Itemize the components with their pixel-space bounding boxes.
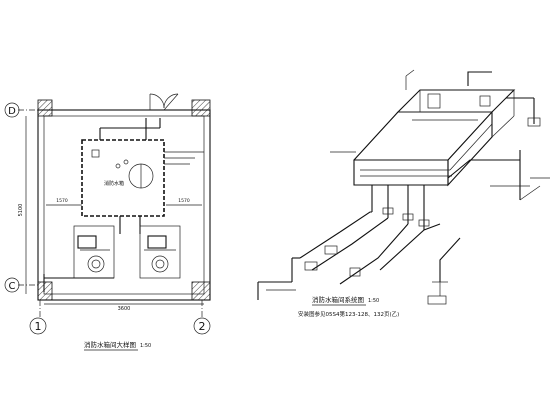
axis-bubble-1 — [29, 317, 47, 335]
axis-bubble-c — [4, 277, 20, 293]
axis-label-d: D — [8, 106, 16, 117]
axis-label-2: 2 — [199, 320, 206, 333]
axis-bubble-d — [4, 102, 20, 118]
tank-label: 消防水箱 — [104, 180, 124, 187]
outer-wall — [37, 109, 211, 301]
iso-title: 消防水箱间系统图 — [312, 295, 364, 304]
inner-wall — [43, 115, 205, 295]
iso-view: 消防水箱间系统图 1:50 安装图参见05S4第123-128、132页(乙) — [257, 69, 550, 318]
plan-title: 消防水箱间大样图 — [84, 340, 136, 349]
dim-mid-left: 1570 — [56, 198, 68, 204]
dim-mid-right: 1570 — [178, 198, 190, 204]
axis-bubble-2 — [193, 317, 211, 335]
column-bottom-left — [37, 281, 53, 301]
column-top-left — [37, 99, 53, 117]
pump-right — [139, 225, 181, 279]
fire-water-tank — [81, 139, 165, 217]
iso-reference: 安装图参见05S4第123-128、132页(乙) — [298, 310, 399, 318]
column-bottom-right — [191, 281, 211, 301]
tank-fitting — [91, 149, 100, 158]
tank-mid-plane — [353, 111, 493, 161]
door-symbol — [149, 93, 179, 111]
plan-scale: 1:50 — [140, 343, 151, 349]
iso-scale: 1:50 — [368, 298, 379, 304]
axis-label-1: 1 — [35, 320, 42, 333]
dim-left: 5100 — [18, 204, 24, 217]
dim-bottom: 3600 — [118, 306, 131, 312]
tank-top-face — [396, 89, 516, 113]
tank-front-face — [353, 159, 449, 186]
axis-label-c: C — [9, 281, 16, 292]
plan-view: D C 1 2 5100 3600 1570 1570 消防水箱 — [4, 93, 211, 351]
pump-left — [73, 225, 115, 279]
column-top-right — [191, 99, 211, 117]
